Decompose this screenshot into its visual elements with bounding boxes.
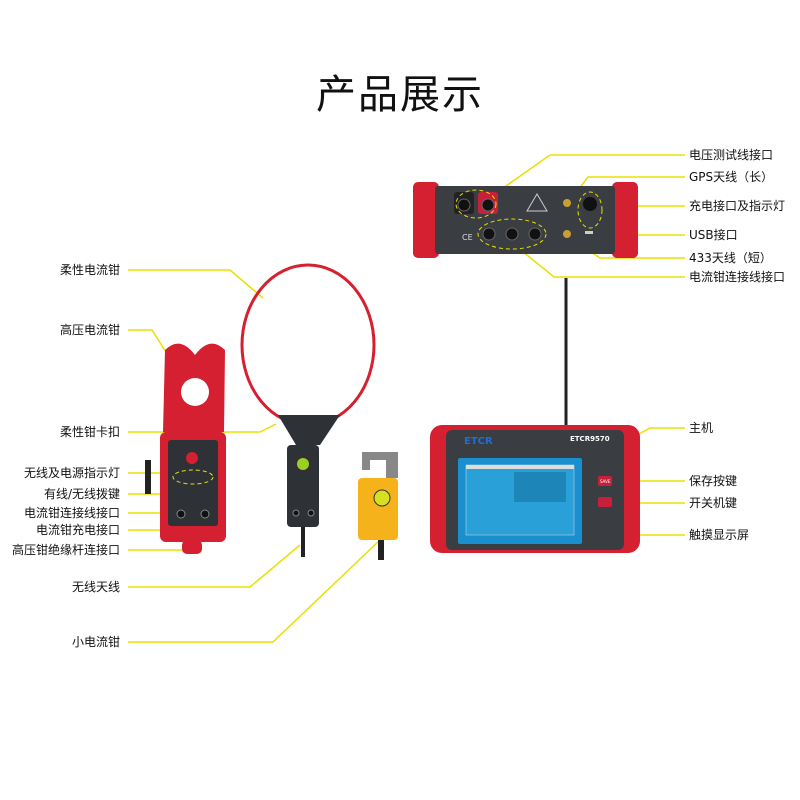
label-flexible-clamp-buckle: 柔性钳卡扣 xyxy=(59,425,120,439)
label-charging-port-indicator: 充电接口及指示灯 xyxy=(689,199,786,213)
label-wireless-antenna: 无线天线 xyxy=(71,580,120,594)
label-433-antenna: 433天线（短） xyxy=(689,251,772,265)
main-unit: ETCR ETCR9570 SAVE xyxy=(430,425,640,553)
label-power-key: 开关机键 xyxy=(689,496,738,510)
svg-text:CE: CE xyxy=(462,233,473,242)
label-clamp-cable-port: 电流钳连接线接口 xyxy=(23,506,120,520)
label-usb-port: USB接口 xyxy=(689,228,738,242)
model-text: ETCR9570 xyxy=(570,435,610,443)
label-touch-screen: 触摸显示屏 xyxy=(689,528,750,542)
label-flexible-clamp: 柔性电流钳 xyxy=(59,263,120,277)
label-gps-antenna: GPS天线（长） xyxy=(689,170,774,184)
label-voltage-test-port: 电压测试线接口 xyxy=(689,148,774,162)
page-title: 产品展示 xyxy=(316,72,484,118)
label-main-unit: 主机 xyxy=(689,421,714,435)
label-clamp-cable-port-main: 电流钳连接线接口 xyxy=(689,270,786,284)
label-wireless-power-indicator: 无线及电源指示灯 xyxy=(23,466,120,480)
top-panel: CE xyxy=(413,182,638,258)
label-clamp-charging-port: 电流钳充电接口 xyxy=(35,523,120,537)
brand-logo: ETCR xyxy=(464,436,493,447)
label-high-voltage-clamp: 高压电流钳 xyxy=(59,323,120,337)
label-insulating-rod-port: 高压钳绝缘杆连接口 xyxy=(11,543,120,557)
label-small-clamp: 小电流钳 xyxy=(71,635,120,649)
small-clamp xyxy=(358,452,398,560)
label-wired-wireless-switch: 有线/无线拨键 xyxy=(43,487,120,501)
label-save-key: 保存按键 xyxy=(689,474,738,488)
high-voltage-clamp xyxy=(145,343,226,554)
svg-text:SAVE: SAVE xyxy=(600,479,611,484)
flexible-clamp xyxy=(240,263,376,557)
